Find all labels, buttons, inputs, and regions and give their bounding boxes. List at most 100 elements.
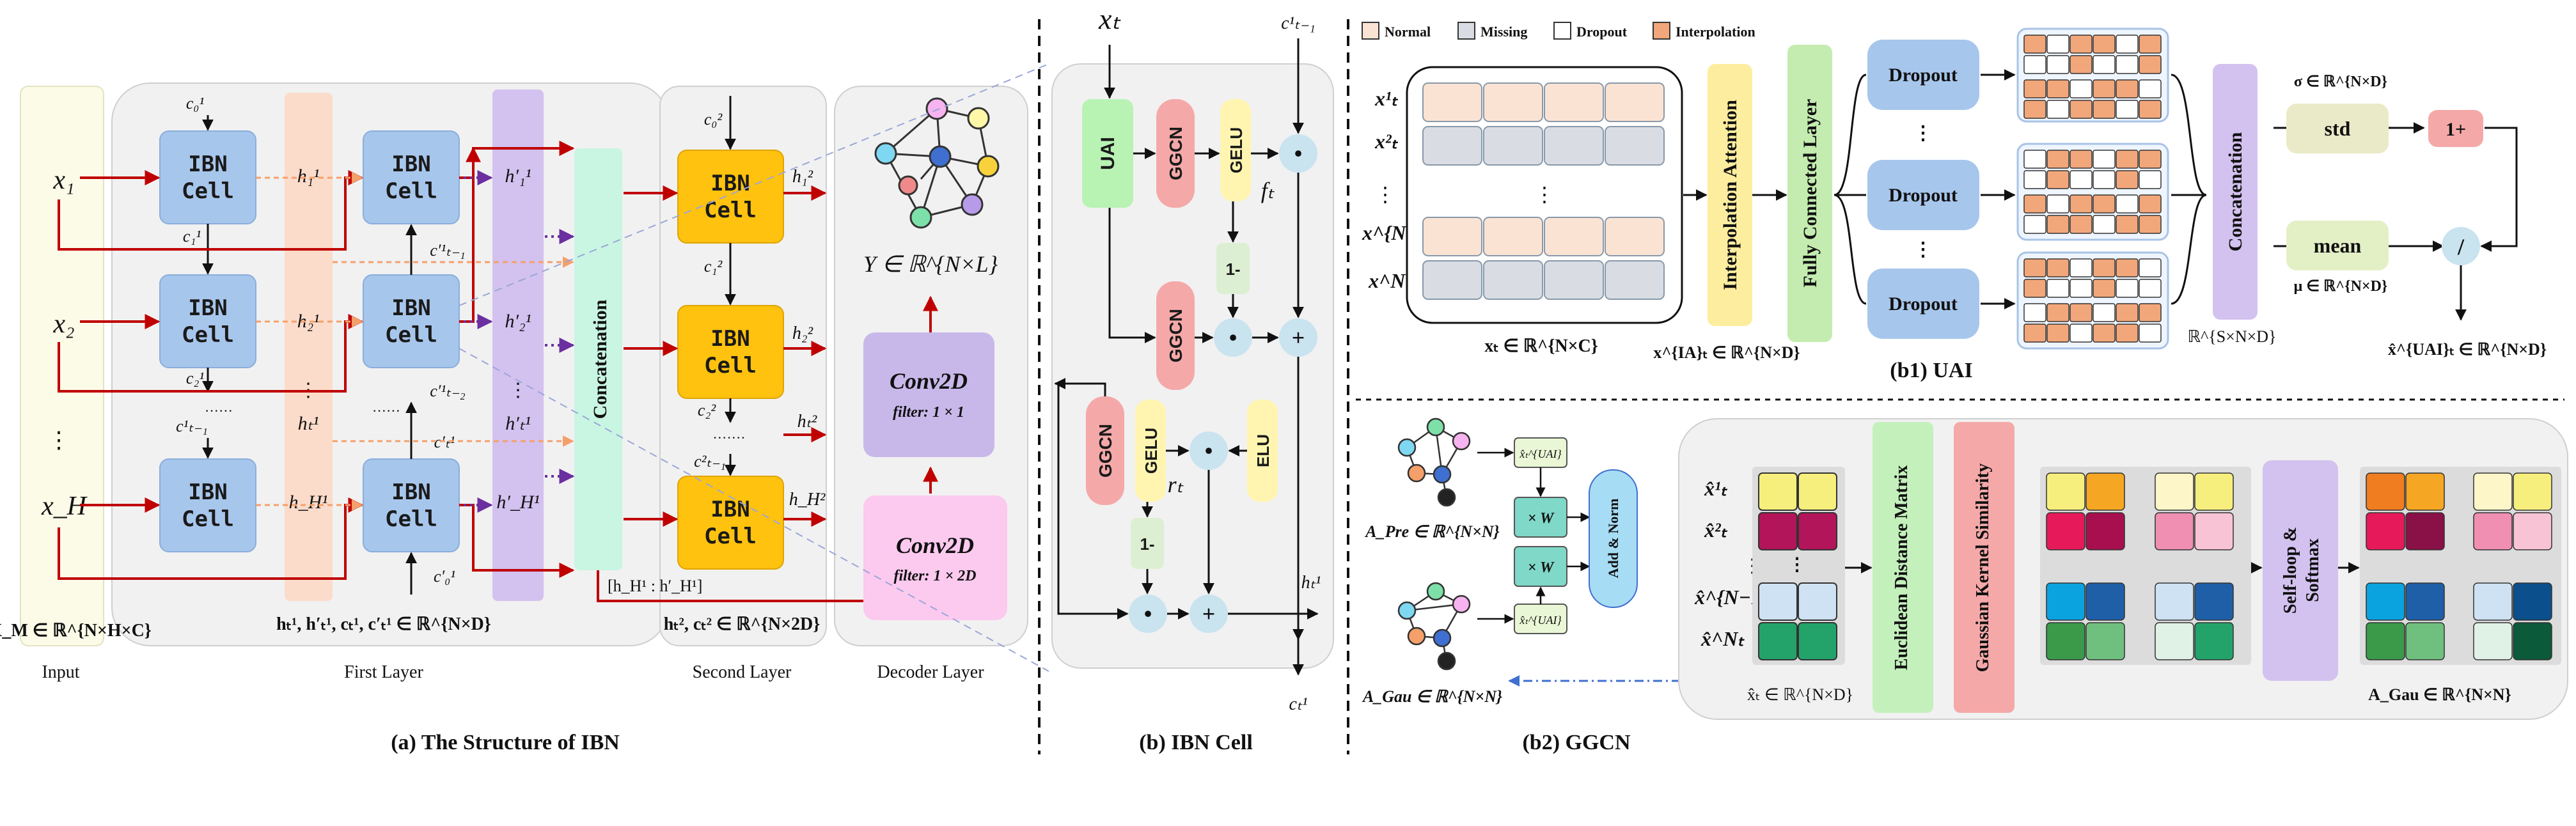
ibn-cell-column-2: [363, 130, 460, 552]
matrix-cell: [2513, 622, 2552, 660]
svg-text:IBN: IBN: [711, 326, 750, 352]
x1-label: x₁: [52, 166, 74, 195]
xW-label-1: × W: [1528, 510, 1555, 527]
matrix-cell: [2046, 79, 2069, 98]
matrix-cell: [2116, 100, 2139, 119]
conv2d-1x2d-label: Conv2D: [896, 533, 974, 558]
svg-text:⋮: ⋮: [1375, 183, 1395, 206]
hp1-label: h′₁¹: [505, 166, 531, 187]
ft-label: fₜ: [1261, 178, 1275, 203]
svg-text:•: •: [1144, 601, 1152, 627]
svg-text:•: •: [1205, 438, 1213, 464]
hp2-label: h′₂¹: [505, 311, 531, 332]
ht2-label: hₜ²: [797, 412, 817, 432]
matrix-cell: [2023, 194, 2046, 214]
dropout-dots-2: ⋮: [1913, 239, 1933, 260]
matrix-cell: [2046, 258, 2069, 277]
add-norm-block: [1589, 469, 1638, 608]
matrix-cell: [2473, 582, 2513, 621]
A-gau-label: A_Gau ∈ ℝ^{N×N}: [1362, 687, 1502, 706]
matrix-cell: [2194, 622, 2234, 660]
xW-label-2: × W: [1528, 559, 1555, 576]
matrix-cell: [2155, 512, 2194, 550]
first-layer-header: First Layer: [344, 662, 423, 682]
ggcn-ops: [1514, 437, 1567, 634]
selfloop-label-1: Self-loop &: [2281, 527, 2300, 614]
cp-dots: ······: [372, 403, 400, 419]
hpt-label: h′ₜ¹: [505, 413, 530, 434]
matrix-cell: [2023, 258, 2046, 277]
matrix-cell: [2069, 303, 2093, 322]
c-chain-arrows-first: [202, 115, 417, 595]
fully-connected-block: [1787, 45, 1832, 342]
one-minus-block-1: [1216, 243, 1250, 294]
ggcn-label-3: GGCN: [1096, 424, 1115, 478]
matrix-cell: [2116, 258, 2139, 277]
caption-b: (b) IBN Cell: [1139, 731, 1253, 754]
ggcn-block-3: [1086, 396, 1124, 505]
matrix-cell: [2116, 170, 2139, 189]
svg-text:IBN: IBN: [711, 171, 750, 196]
matrix-cell: [2155, 622, 2194, 660]
matrix-cell: [2046, 622, 2085, 660]
xhat-label: x̂ₜ ∈ ℝ^{N×D}: [1747, 685, 1853, 704]
xUAI-label: x̂^{UAI}ₜ ∈ ℝ^{N×D}: [2388, 340, 2547, 359]
mu-label: μ ∈ ℝ^{N×D}: [2294, 278, 2388, 295]
svg-text:+: +: [1202, 601, 1216, 627]
svg-text:IBN: IBN: [188, 152, 227, 177]
conv2d-1x1-label: Conv2D: [890, 368, 968, 394]
one-minus-block-2: [1131, 518, 1164, 569]
matrix-cell: [2023, 323, 2046, 343]
matrix-cell: [2069, 194, 2093, 214]
svg-text:IBN: IBN: [711, 497, 750, 522]
svg-text:Cell: Cell: [182, 506, 234, 532]
matrix-cell: [2116, 55, 2139, 74]
matrix-cell: [2194, 582, 2234, 621]
ibn-cell-column-second: [677, 150, 784, 570]
gelu-label-1: GELU: [1227, 127, 1246, 173]
matrix-cell: [2405, 512, 2445, 550]
second-layer-tensor-label: hₜ², cₜ² ∈ ℝ^{N×2D}: [664, 614, 821, 634]
c01-label: c₀¹: [186, 94, 205, 113]
conv2d-1x1-block: [863, 332, 994, 457]
xuai-label-1: x̂ₜ^{UAI}: [1519, 448, 1562, 460]
uai-concatenation-block: [2213, 64, 2258, 320]
svg-text:IBN: IBN: [391, 479, 430, 505]
rt-label: rₜ: [1168, 472, 1184, 497]
conv2d-1x1-filter: filter: 1 × 1: [893, 404, 964, 421]
svg-text:IBN: IBN: [188, 295, 227, 321]
x2-label: x₂: [52, 309, 74, 339]
matrix-cell: [2093, 194, 2116, 214]
uai-block: [1082, 99, 1133, 208]
matrix-cell: [2093, 35, 2116, 54]
svg-text:x²ₜ: x²ₜ: [1374, 130, 1399, 153]
matrix-cell: [2139, 303, 2162, 322]
uai-label: UAI: [1097, 137, 1119, 170]
matrix-cell: [2069, 323, 2093, 343]
xt-matrix-dots: ⋮: [1534, 183, 1555, 206]
matrix-cell: [2046, 194, 2069, 214]
std-label: std: [2325, 117, 2351, 140]
matrix-cell: [2069, 35, 2093, 54]
svg-text:Dropout: Dropout: [1889, 185, 1958, 206]
svg-text:x¹ₜ: x¹ₜ: [1374, 87, 1399, 110]
xuai-label-2: x̂ₜ^{UAI}: [1519, 614, 1562, 627]
svg-text:+: +: [1292, 325, 1305, 350]
matrix-cell: [2046, 279, 2069, 298]
sample-matrix-cells: [2023, 35, 2162, 343]
matrix-cell: [2093, 100, 2116, 119]
caption-b1: (b1) UAI: [1890, 359, 1972, 382]
ggcn-label-1: GGCN: [1166, 127, 1186, 180]
matrix-cell: [2093, 170, 2116, 189]
one-minus-label-2: 1-: [1140, 534, 1154, 554]
svg-text:•: •: [1229, 325, 1237, 350]
matrix-cell: [2069, 150, 2093, 169]
graph-icon: [874, 97, 1000, 229]
ggcn-label-2: GGCN: [1166, 309, 1186, 362]
cp1-label: c′¹ₜ₋₁: [430, 241, 465, 260]
elu-label: ELU: [1253, 434, 1273, 467]
matrix-cell: [2139, 55, 2162, 74]
ct-in-label: c¹ₜ₋₁: [1281, 13, 1315, 33]
matrix-cell: [2139, 170, 2162, 189]
